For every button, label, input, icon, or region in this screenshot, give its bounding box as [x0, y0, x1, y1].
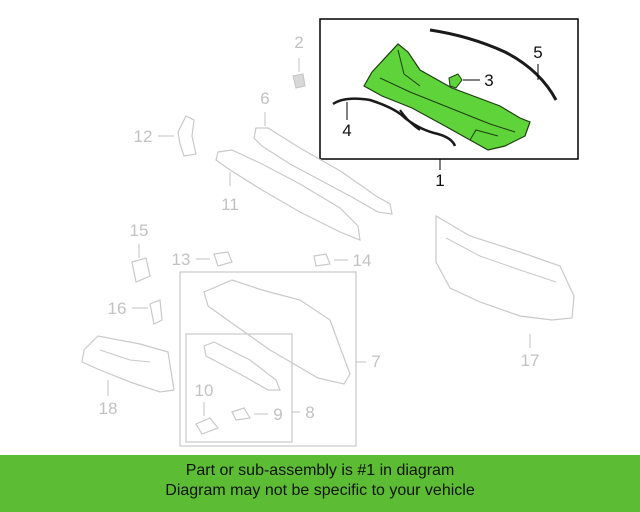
callout-13: 13 [171, 250, 191, 269]
callout-12: 12 [133, 127, 153, 146]
callout-15: 15 [129, 221, 149, 240]
callout-8: 8 [305, 403, 315, 422]
callout-16: 16 [107, 299, 127, 318]
part-2 [292, 73, 306, 89]
callout-14: 14 [352, 251, 372, 270]
parts-diagram [81, 18, 579, 447]
callout-17: 17 [520, 351, 540, 370]
part-15 [131, 257, 151, 283]
cowl-panel-part[interactable] [363, 43, 531, 151]
part-8 [203, 341, 281, 391]
weatherstrip-part-5[interactable] [429, 28, 558, 101]
part-11 [215, 149, 361, 241]
part-8-frame [185, 333, 293, 443]
banner-line-1: Part or sub-assembly is #1 in diagram [185, 462, 455, 479]
callout-5: 5 [533, 43, 543, 62]
part-7 [203, 279, 351, 385]
part-16 [149, 299, 163, 325]
part-18 [81, 335, 175, 393]
callout-2: 2 [294, 33, 304, 52]
info-banner: Part or sub-assembly is #1 in diagram Di… [0, 455, 640, 512]
clip-part-3[interactable] [448, 73, 463, 89]
part-9 [231, 407, 251, 421]
callout-1: 1 [435, 171, 445, 190]
part-7-frame [179, 271, 357, 447]
callout-4: 4 [342, 121, 352, 140]
part-14 [313, 253, 331, 267]
part-10 [195, 417, 219, 435]
highlight-frame [319, 18, 579, 160]
part-17 [435, 214, 575, 321]
callout-9: 9 [273, 405, 283, 424]
part-13 [213, 251, 233, 267]
callout-10: 10 [194, 381, 214, 400]
callout-11: 11 [221, 195, 239, 214]
callout-7: 7 [371, 352, 381, 371]
callout-3: 3 [484, 71, 494, 90]
callout-6: 6 [260, 89, 270, 108]
banner-line-2: Diagram may not be specific to your vehi… [165, 482, 475, 499]
part-6 [253, 127, 393, 215]
part-12 [177, 115, 197, 157]
callout-18: 18 [98, 399, 118, 418]
